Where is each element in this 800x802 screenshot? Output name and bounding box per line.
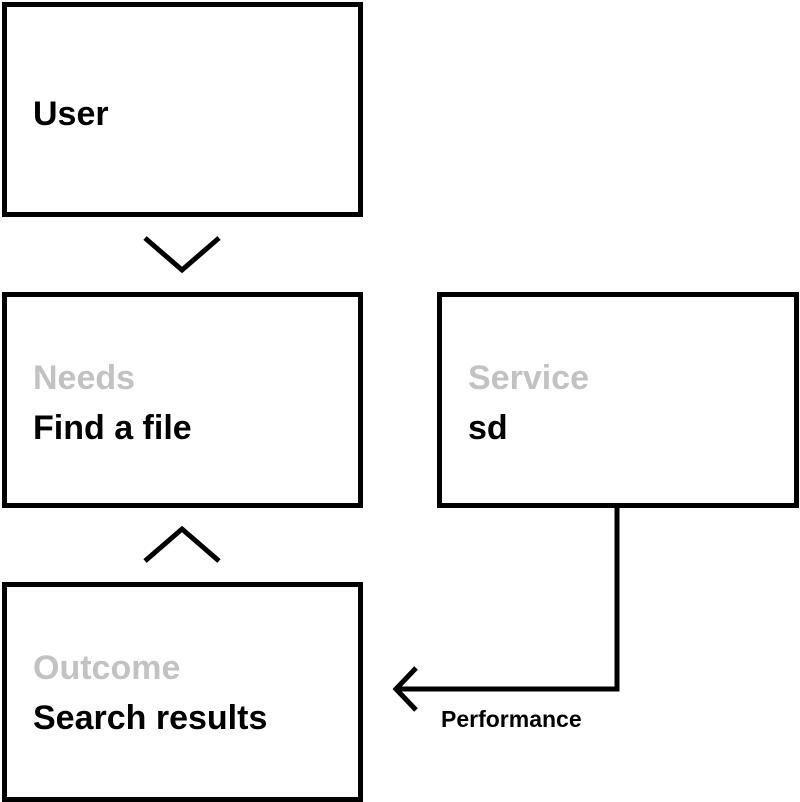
service-to-outcome-connector (398, 508, 620, 692)
needs-value: Find a file (33, 409, 192, 447)
service-box: Service sd (437, 292, 799, 508)
needs-heading: Needs (33, 359, 136, 397)
service-heading: Service (468, 359, 589, 397)
performance-label: Performance (441, 706, 582, 732)
chevron-down-icon (143, 236, 221, 274)
arrow-left-icon (392, 666, 418, 712)
outcome-heading: Outcome (33, 649, 181, 687)
user-box: User (2, 2, 363, 217)
outcome-box: Outcome Search results (2, 582, 363, 802)
user-label: User (33, 95, 109, 133)
outcome-value: Search results (33, 699, 268, 737)
needs-box: Needs Find a file (2, 292, 363, 508)
chevron-up-icon (143, 525, 221, 563)
service-value: sd (468, 409, 508, 447)
